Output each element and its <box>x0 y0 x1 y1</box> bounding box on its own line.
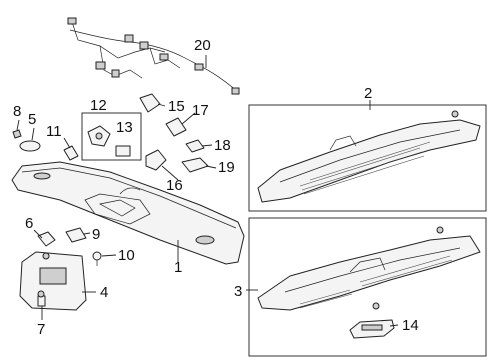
cap-13-part <box>115 145 131 157</box>
clip-11-part <box>63 145 79 161</box>
callout-11: 11 <box>46 123 62 140</box>
callout-10: 10 <box>118 247 135 264</box>
callout-9: 9 <box>92 226 100 243</box>
clip-7-part <box>37 290 46 307</box>
dome-lamp-part <box>349 302 395 339</box>
callout-15: 15 <box>168 98 185 115</box>
screw-10-part <box>92 251 102 266</box>
lamp-19-part <box>181 157 209 173</box>
inset-box-3 <box>248 217 487 357</box>
callout-20: 20 <box>194 37 211 54</box>
handle-12-part <box>87 125 111 147</box>
callout-8: 8 <box>13 103 21 120</box>
callout-2: 2 <box>364 85 372 102</box>
wiring-harness-part <box>67 17 240 95</box>
callout-12: 12 <box>90 97 107 114</box>
callout-7: 7 <box>37 321 45 338</box>
sunvisor-part <box>19 251 87 311</box>
clip-8-part <box>12 129 22 139</box>
roof-panel-upper-part <box>257 110 481 203</box>
bracket-16-part <box>145 149 167 171</box>
clip-18-part <box>185 139 205 153</box>
callout-14: 14 <box>402 317 419 334</box>
bracket-17-part <box>165 117 187 137</box>
callout-1: 1 <box>174 259 182 276</box>
grommet-5-part <box>19 140 41 152</box>
callout-19: 19 <box>218 159 235 176</box>
clip-9-part <box>65 227 87 243</box>
callout-16: 16 <box>166 177 183 194</box>
bracket-15-part <box>139 93 161 113</box>
callout-3: 3 <box>234 283 242 300</box>
callout-13: 13 <box>116 119 133 136</box>
headliner-part <box>11 161 245 265</box>
callout-18: 18 <box>214 137 231 154</box>
callout-5: 5 <box>28 111 36 128</box>
callout-4: 4 <box>100 284 108 301</box>
inset-box-2 <box>248 104 487 212</box>
callout-17: 17 <box>192 102 209 119</box>
roof-panel-lower-part <box>257 226 481 311</box>
inset-box-12 <box>81 112 142 161</box>
leader-lines <box>16 55 399 327</box>
callout-6: 6 <box>25 215 33 232</box>
clip-6-part <box>37 231 56 247</box>
